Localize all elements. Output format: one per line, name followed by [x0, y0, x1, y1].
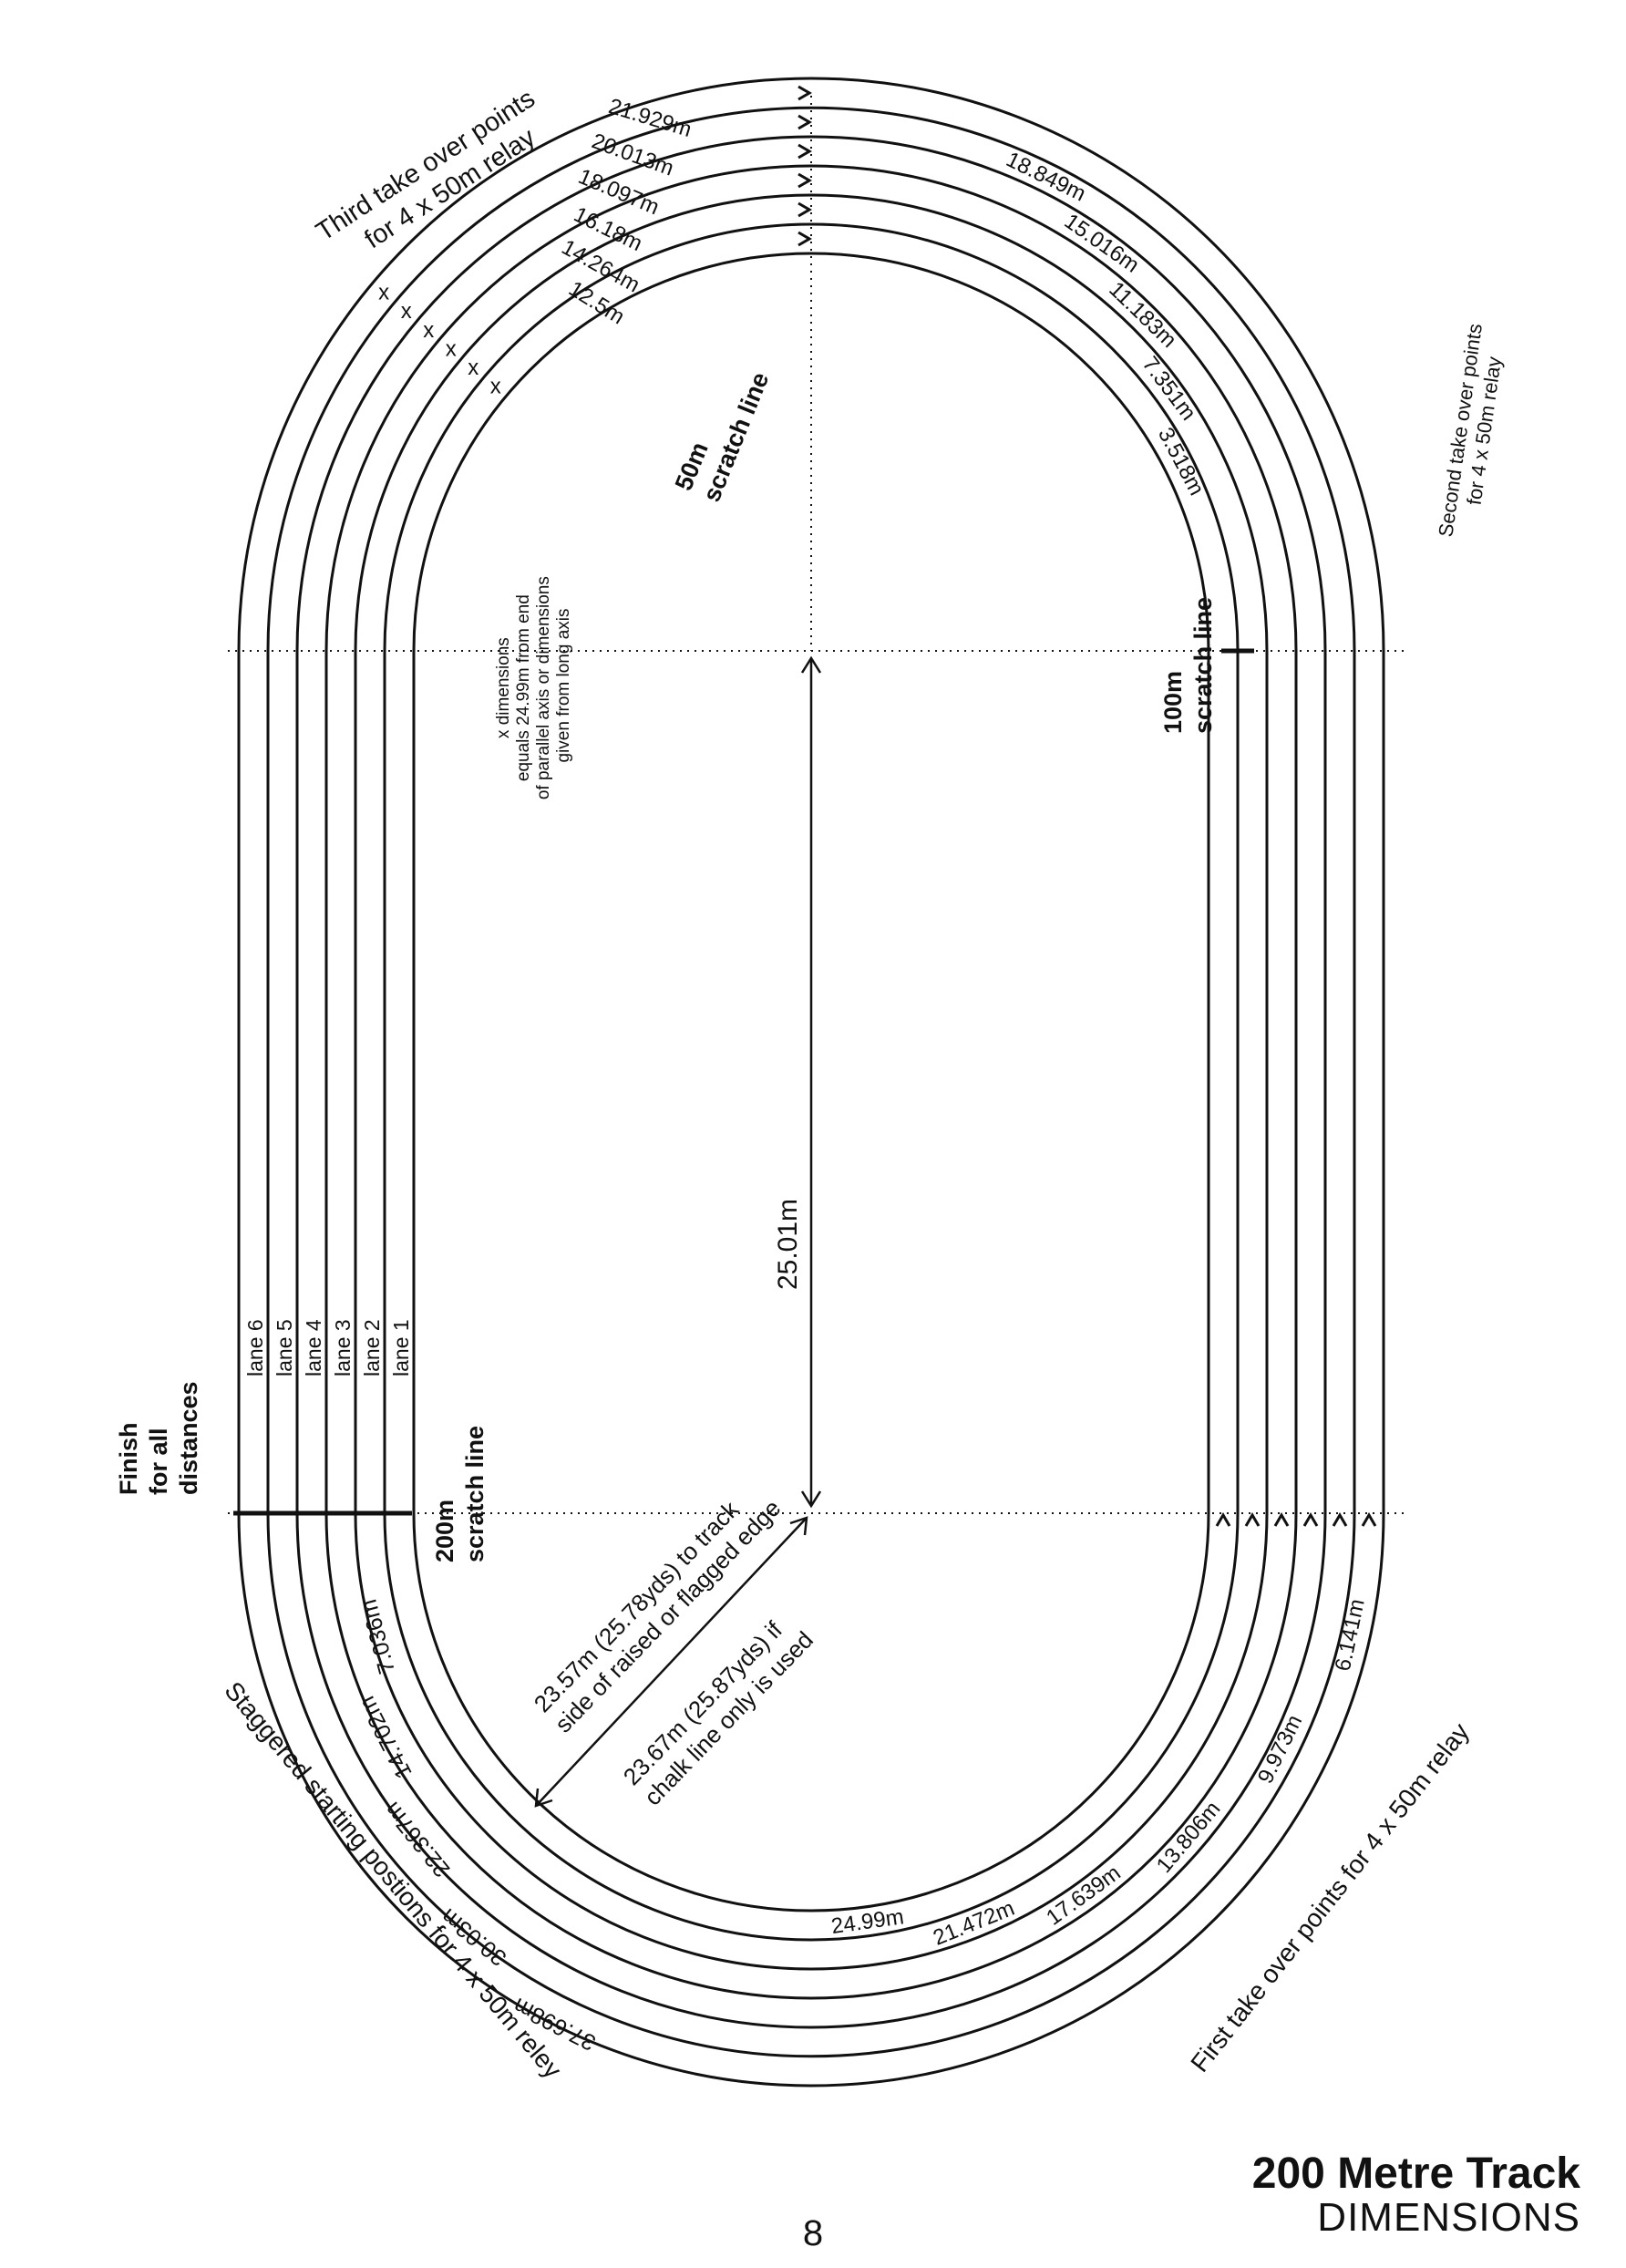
page-title: 200 Metre Track DIMENSIONS [1252, 2151, 1580, 2239]
lane-label-6: lane 6 [243, 1319, 267, 1376]
lane-line-6 [237, 77, 1385, 2088]
radius-line [535, 1517, 808, 1807]
top-arrow-2 [798, 201, 812, 218]
lane-label-2: lane 2 [360, 1319, 384, 1376]
staggered-distance-2: 14.702m [355, 1692, 417, 1782]
title-sub: DIMENSIONS [1317, 2195, 1580, 2240]
staggered-distance-1: 7.036m [355, 1596, 400, 1676]
top-arrow-6 [798, 85, 812, 101]
x-mark-6: x [378, 281, 389, 305]
scratch-50-label: 50m scratch line [670, 357, 775, 506]
lane-label-5: lane 5 [273, 1319, 296, 1376]
lane-label-4: lane 4 [302, 1319, 325, 1376]
radius-arrow-start [789, 1516, 808, 1536]
right-arrow-5 [1332, 1512, 1348, 1527]
second-takeover-distance-3: 11.183m [1104, 277, 1181, 353]
page-number: 8 [802, 2213, 824, 2253]
lane-line-3 [324, 164, 1298, 2000]
x-dimension-note: x dimensions equals 24.99m from end of p… [494, 572, 573, 799]
lane-label-3: lane 3 [331, 1319, 355, 1376]
x-mark-5: x [401, 299, 412, 324]
lane-line-4 [295, 135, 1327, 2029]
scratch-100-label: 100m scratch line [1159, 597, 1217, 734]
right-arrow-6 [1361, 1512, 1377, 1527]
third-takeover-label: Third take over points for 4 x 50m relay [311, 80, 564, 274]
x-mark-4: x [423, 318, 434, 343]
right-arrow-3 [1273, 1512, 1290, 1527]
lane-line-5 [266, 106, 1356, 2058]
top-arrow-3 [798, 172, 812, 189]
takeover-markers: 12.5mx14.264mx16.18mx18.097mx20.013mx21.… [355, 85, 1377, 2056]
right-arrow-2 [1244, 1512, 1261, 1527]
right-arrow-1 [1215, 1512, 1231, 1527]
radius-arrow-end [534, 1788, 553, 1808]
scratch-200-label: 200m scratch line [431, 1426, 489, 1562]
second-takeover-label: Second take over points for 4 x 50m rela… [1434, 316, 1510, 541]
first-takeover-distance-3: 13.806m [1152, 1797, 1226, 1878]
x-mark-3: x [446, 336, 457, 361]
axis-length-label: 25.01m [773, 1199, 803, 1290]
lane-line-2 [354, 193, 1269, 1971]
top-arrow-5 [798, 114, 812, 130]
first-takeover-distance-4: 17.639m [1042, 1861, 1125, 1931]
top-arrow-1 [798, 231, 812, 247]
axis-arrow-top [800, 655, 822, 674]
first-takeover-label: First take over points for 4 x 50m relay [1185, 1717, 1475, 2077]
lane-label-1: lane 1 [389, 1319, 413, 1376]
x-mark-2: x [468, 356, 479, 380]
top-arrow-4 [798, 143, 812, 160]
track-lane-lines [237, 77, 1385, 2088]
finish-label: Finish for all distances [115, 1381, 202, 1495]
first-takeover-distance-5: 21.472m [930, 1896, 1018, 1951]
axis-arrow-bottom [800, 1490, 822, 1509]
title-main: 200 Metre Track [1251, 2149, 1580, 2198]
lane-line-0 [412, 252, 1210, 1912]
right-arrow-4 [1302, 1512, 1319, 1527]
x-mark-1: x [490, 374, 501, 398]
